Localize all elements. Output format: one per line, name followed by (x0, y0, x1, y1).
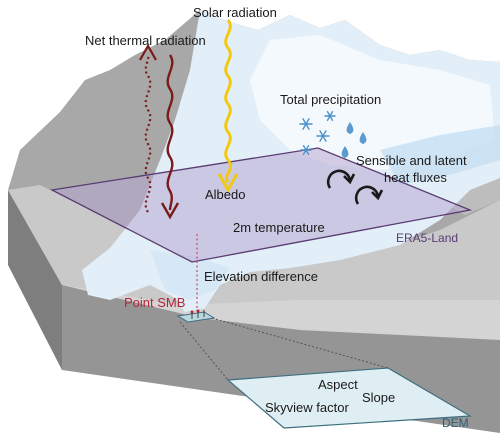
dem-label: DEM (442, 416, 469, 430)
rotation-arrowhead (343, 173, 356, 185)
raindrop-icons (341, 122, 367, 158)
total-precipitation-label: Total precipitation (280, 92, 381, 107)
heat-flux-rotation-icons (326, 169, 384, 205)
solar-wavy-line (224, 19, 233, 184)
snowflake-icon (299, 118, 313, 130)
era5-land-label: ERA5-Land (396, 231, 458, 245)
skyview-factor-label: Skyview factor (265, 400, 349, 415)
point-smb-plane (176, 311, 216, 323)
point-smb-label: Point SMB (124, 295, 185, 310)
thermal-downward-solid-arrow (166, 54, 174, 211)
elevation-difference-label: Elevation difference (204, 269, 318, 284)
raindrop-icon (341, 146, 349, 158)
terrain-left-face (8, 190, 62, 370)
temperature-2m-label: 2m temperature (233, 220, 325, 235)
sensible-latent-label-line2: heat fluxes (384, 170, 447, 185)
dem-connector-right (211, 317, 389, 369)
solar-radiation-arrow (217, 19, 239, 194)
terrain-foreground (62, 285, 500, 340)
snowflake-icon (316, 130, 330, 142)
glacier-crevasse-band (380, 125, 500, 185)
point-smb-marker (176, 309, 216, 323)
raindrop-icon (346, 122, 354, 134)
rotation-arrow-icon (354, 185, 380, 205)
dem-connector-left (179, 321, 229, 381)
precipitation-icons (299, 110, 336, 156)
glacier-tongue-shade (150, 250, 230, 300)
rotation-arrow-icon (326, 169, 352, 189)
thermal-downward-arrowhead (160, 202, 180, 220)
snowflake-icon (300, 144, 312, 156)
slope-label: Slope (362, 390, 395, 405)
sensible-latent-label-line1: Sensible and latent (356, 153, 467, 168)
labels: Solar radiation Net thermal radiation To… (85, 5, 469, 430)
net-thermal-radiation-label: Net thermal radiation (85, 33, 206, 48)
snowflake-icon (324, 110, 336, 122)
aspect-label: Aspect (318, 377, 358, 392)
raindrop-icon (359, 132, 367, 144)
net-thermal-radiation-arrows (139, 43, 180, 220)
rotation-arrowhead (371, 189, 384, 201)
solar-radiation-label: Solar radiation (193, 5, 277, 20)
glacier-bright-zone (250, 35, 495, 170)
thermal-upward-arrowhead (139, 43, 157, 61)
solar-arrowhead (217, 173, 239, 194)
albedo-label: Albedo (205, 187, 245, 202)
dem-plane (226, 367, 472, 429)
